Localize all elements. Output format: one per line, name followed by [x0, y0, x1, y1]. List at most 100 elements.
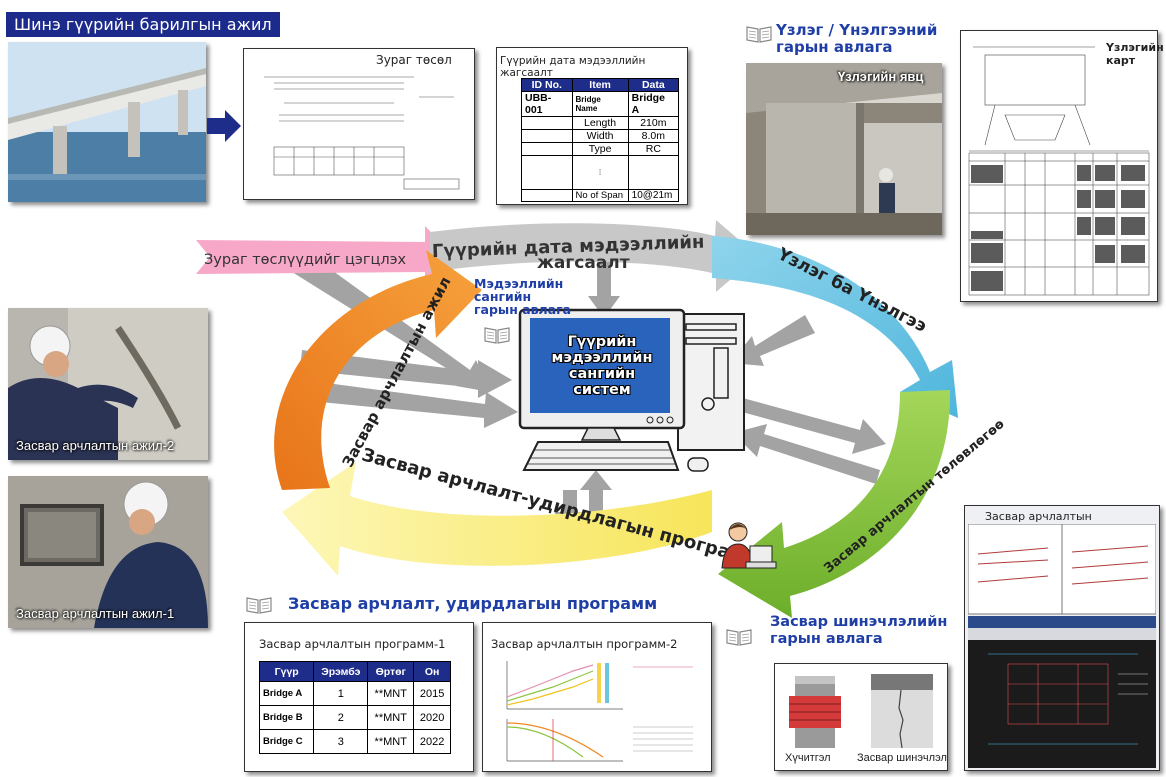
year-cell: 2022 — [413, 729, 451, 754]
db-manual-line3: гарын авлага — [474, 302, 572, 317]
work-photo-1-caption: Засвар арчлалтын ажил-1 — [16, 606, 175, 621]
computer-label-line1: Гүүрийн — [567, 334, 637, 350]
drawing-thumbnail — [264, 76, 460, 190]
table-row: UBB-001 Bridge Name Bridge A — [521, 91, 680, 117]
inspection-arrow — [712, 236, 958, 418]
plan-screenshot-thumbnail — [968, 524, 1156, 768]
book-icon — [726, 629, 752, 646]
gray-arrow — [300, 380, 518, 428]
maintenance-plan-card: Засвар арчлалтын төлөвлөгөө — [964, 505, 1160, 771]
item-cell: No of Span — [571, 189, 629, 202]
inspection-photo: Үзлэгийн явц — [746, 63, 942, 235]
gray-arrow — [580, 470, 612, 512]
book-icon — [484, 327, 510, 344]
computer-screen-label: Гүүрийн мэдээллийн сангийн систем — [538, 334, 666, 398]
inspection-photo-caption: Үзлэгийн явц — [838, 69, 924, 84]
col-header: ID No. — [521, 78, 573, 92]
data-list-arrow — [430, 220, 758, 292]
computer-illustration — [518, 308, 745, 472]
pc-tower — [677, 313, 745, 451]
data-cell: RC — [627, 142, 680, 156]
book-icon — [746, 26, 772, 43]
navy-pointer-arrow — [207, 110, 241, 142]
design-organize-arrow — [196, 226, 455, 285]
db-manual-line1: Мэдээллийн — [474, 276, 564, 291]
gray-arrow — [733, 424, 880, 484]
table-row: Bridge B 2 **MNT 2020 — [258, 705, 451, 730]
col-header: Өртөг — [367, 661, 415, 682]
rehab-manual-line2: гарын авлага — [770, 631, 883, 647]
gray-arrow — [730, 315, 815, 366]
rehab-manual-line1: Засвар шинэчлэлийн — [770, 614, 948, 630]
table-row: No of Span 10@21m — [521, 189, 680, 202]
design-drawing-card: Зураг төсөл — [243, 48, 475, 200]
item-cell: Type — [571, 142, 629, 156]
rehab-images-card: Хүчитгэл Засвар шинэчлэл — [774, 663, 948, 771]
repair-label: Засвар шинэчлэл — [857, 752, 947, 764]
rank-cell: 2 — [313, 705, 369, 730]
mouse — [687, 457, 709, 472]
inspection-card-title-line2: карт — [1106, 54, 1136, 67]
inspection-manual-line1: Үзлэг / Үнэлгээний — [776, 21, 938, 39]
inspection-card-thumbnail — [968, 46, 1150, 296]
gray-arrow — [588, 258, 620, 318]
strengthening-image — [789, 676, 841, 748]
data-list-card: Гүүрийн дата мэдээллийн жагсаалт ID No. … — [496, 47, 688, 205]
strengthening-label: Хүчитгэл — [785, 752, 831, 764]
work-photo-1: Засвар арчлалтын ажил-1 — [8, 476, 208, 628]
rank-cell: 1 — [313, 681, 369, 706]
data-cell: 10@21m — [627, 189, 680, 202]
col-header: Data — [627, 78, 680, 92]
operator-icon — [721, 522, 777, 569]
inspection-card-title-line1: Үзлэгийн — [1106, 41, 1164, 54]
inspection-card-title: Үзлэгийн карт — [1106, 41, 1164, 67]
computer-label-line3: сангийн систем — [568, 366, 636, 398]
cost-cell: **MNT — [367, 729, 415, 754]
program1-title: Засвар арчлалтын программ-1 — [259, 637, 446, 651]
data-cell: Bridge A — [627, 91, 680, 117]
db-manual-line2: сангийн — [474, 289, 532, 304]
program-section-title: Засвар арчлалт, удирдлагын программ — [288, 594, 658, 613]
bridge-cell: Bridge B — [258, 705, 315, 730]
table-row: Bridge C 3 **MNT 2022 — [258, 729, 451, 754]
book-icon — [246, 597, 272, 614]
inspection-manual-title: Үзлэг / Үнэлгээний гарын авлага — [776, 22, 937, 56]
item-cell: Length — [571, 116, 629, 130]
inspection-manual-line2: гарын авлага — [776, 38, 893, 56]
work-photo-2: Засвар арчлалтын ажил-2 — [8, 308, 208, 460]
program2-graph-thumbnail — [506, 661, 693, 762]
bridge-photo — [8, 42, 206, 202]
id-cell: UBB-001 — [521, 91, 573, 117]
table-row: Length 210m — [521, 116, 680, 130]
gray-arrow — [300, 350, 512, 398]
table-row: Type RC — [521, 142, 680, 156]
col-header: Item — [571, 78, 629, 92]
work-arrow — [274, 250, 482, 490]
inspection-card: Үзлэгийн карт — [960, 30, 1164, 302]
computer-label-line2: мэдээллийн — [551, 350, 653, 366]
data-cell: 8.0m — [627, 129, 680, 143]
design-arrow-label: Зураг төслүүдийг цэгцлэх — [204, 252, 407, 268]
cost-cell: **MNT — [367, 681, 415, 706]
data-list-title: Гүүрийн дата мэдээллийн жагсаалт — [500, 55, 646, 79]
bridge-cell: Bridge A — [258, 681, 315, 706]
db-manual-title: Мэдээллийн сангийн гарын авлага — [474, 277, 571, 316]
data-arrow-label-line2: жагсаалт — [537, 253, 630, 273]
gray-arrow — [724, 394, 886, 454]
cost-cell: **MNT — [367, 705, 415, 730]
rank-cell: 3 — [313, 729, 369, 754]
table-row: Bridge A 1 **MNT 2015 — [258, 681, 451, 706]
col-header: Гүүр — [258, 661, 315, 682]
col-header: Он — [413, 661, 451, 682]
program2-card: Засвар арчлалтын программ-2 — [482, 622, 712, 772]
bridge-cell: Bridge C — [258, 729, 315, 754]
data-cell: 210m — [627, 116, 680, 130]
work-photo-2-caption: Засвар арчлалтын ажил-2 — [16, 438, 175, 453]
planning-arrow — [718, 390, 951, 618]
item-cell: Bridge Name — [571, 91, 629, 117]
program2-title: Засвар арчлалтын программ-2 — [491, 637, 678, 651]
col-header: Эрэмбэ — [313, 661, 369, 682]
program1-card: Засвар арчлалтын программ-1 Гүүр Эрэмбэ … — [244, 622, 474, 772]
page-title: Шинэ гүүрийн барилгын ажил — [6, 12, 280, 37]
